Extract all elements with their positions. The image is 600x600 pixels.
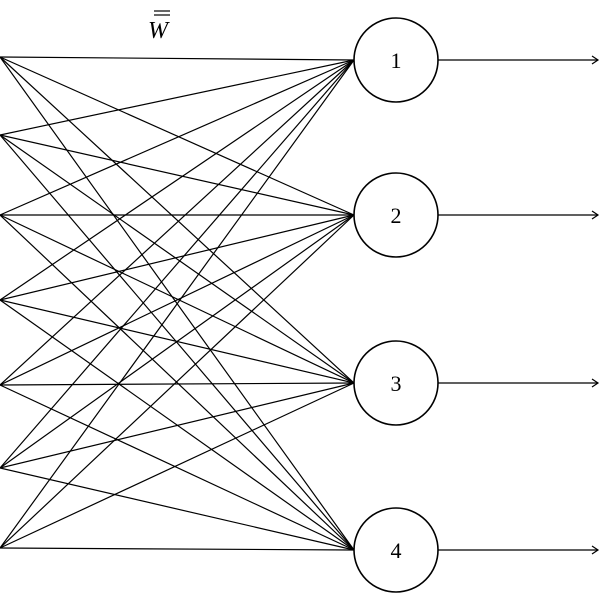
weight-edge — [0, 59, 355, 136]
output-lines — [438, 55, 600, 555]
weight-connections — [0, 56, 355, 551]
weight-edge — [0, 134, 355, 384]
neuron-label: 4 — [391, 538, 402, 563]
weight-edge — [0, 59, 355, 469]
weight-edge — [0, 59, 355, 216]
weight-edge — [0, 382, 355, 386]
weight-edge — [0, 547, 355, 551]
weight-matrix-symbol: W — [148, 18, 170, 44]
weight-edge — [0, 56, 355, 61]
output-arrow-icon — [591, 545, 600, 555]
weight-edge — [0, 214, 355, 469]
weight-edge — [0, 59, 355, 386]
weight-edge — [0, 382, 355, 469]
neuron-label: 2 — [391, 203, 402, 228]
neuron-label: 1 — [391, 48, 402, 73]
weight-edge — [0, 134, 355, 551]
neuron-label: 3 — [391, 371, 402, 396]
weight-edge — [0, 214, 355, 551]
output-arrow-icon — [591, 378, 600, 388]
neuron-circle — [353, 340, 439, 426]
weight-edge — [0, 59, 355, 301]
neuron-circle — [353, 17, 439, 103]
weight-edge — [0, 134, 355, 216]
neuron-node: 2 — [353, 172, 439, 258]
weight-edge — [0, 214, 355, 549]
neuron-node: 1 — [353, 17, 439, 103]
output-arrow-icon — [591, 55, 600, 65]
weight-edge — [0, 214, 355, 386]
weight-edge — [0, 59, 355, 549]
weight-edge — [0, 56, 355, 384]
neuron-layer: 1 2 3 4 — [353, 17, 439, 593]
weight-edge — [0, 382, 355, 549]
weight-edge — [0, 214, 355, 384]
neuron-node: 3 — [353, 340, 439, 426]
weight-matrix-label: W — [148, 10, 170, 44]
output-arrow-icon — [591, 210, 600, 220]
neuron-circle — [353, 172, 439, 258]
neuron-node: 4 — [353, 507, 439, 593]
weight-edge — [0, 56, 355, 216]
neuron-circle — [353, 507, 439, 593]
weight-edge — [0, 214, 355, 301]
weight-edge — [0, 384, 355, 551]
weight-edge — [0, 467, 355, 551]
